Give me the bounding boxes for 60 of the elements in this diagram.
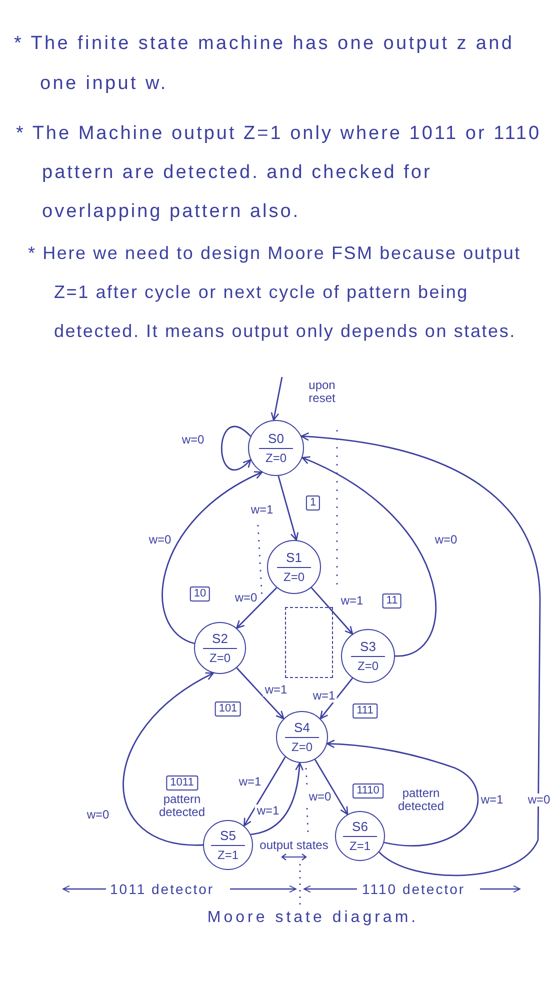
edge-label: w=0 (146, 534, 174, 546)
edge-label: w=1 (338, 594, 366, 608)
sequence-code: 10 (190, 586, 210, 602)
edge-label: w=1 (478, 794, 506, 806)
sequence-code: 111 (352, 704, 378, 718)
transition-arrow (314, 759, 348, 815)
note-text: pattern detected (396, 787, 446, 813)
state-name: S4 (294, 720, 310, 735)
transition-arrow (326, 740, 479, 846)
edge-label: w=1 (310, 690, 338, 702)
edge-label: w=1 (262, 684, 290, 696)
state-name: S5 (220, 828, 236, 843)
state-output: Z=0 (265, 451, 286, 466)
edge-label: w=1 (236, 776, 264, 788)
state-output: Z=1 (349, 839, 370, 854)
annotation-text: output states (260, 838, 328, 852)
state-name: S3 (360, 638, 376, 654)
transition-arrow (243, 756, 286, 826)
transition-arrow (250, 762, 304, 836)
state-output: Z=0 (209, 651, 230, 666)
transition-arrow (236, 587, 278, 629)
state-name: S0 (268, 430, 284, 446)
state-name: S1 (286, 550, 302, 565)
transition-arrow (221, 426, 252, 470)
state-output: Z=0 (291, 740, 312, 754)
state-output: Z=0 (357, 659, 378, 674)
note-paragraph: * The finite state machine has one output z and one input w. (14, 32, 516, 96)
transition-arrow (310, 587, 354, 635)
caption: Moore state diagram. (207, 908, 419, 928)
edge-label: w=1 (248, 504, 276, 516)
transition-arrow (122, 672, 214, 846)
state-name: S6 (352, 818, 368, 834)
edge-label: w=0 (232, 592, 260, 604)
sequence-code: 1011 (166, 776, 198, 790)
edge-label: w=0 (84, 808, 112, 822)
annotation-text: 1011 detector (110, 880, 214, 898)
edge-label: w=0 (432, 534, 460, 546)
dashed-outline (285, 607, 333, 678)
edge-label: w=0 (306, 790, 334, 804)
transition-arrow (302, 456, 436, 657)
state-output: Z=1 (217, 848, 238, 862)
transition-arrow (162, 472, 263, 644)
note-text: pattern detected (158, 793, 206, 819)
sequence-code: 11 (382, 594, 402, 608)
annotation-text: 1110 detector (362, 880, 466, 898)
note-paragraph: * Here we need to design Moore FSM because output Z=1 after cycle or next cycle of pattern being detected. It means output only depends on states. (28, 242, 522, 343)
transition-arrow (320, 678, 354, 720)
edge-label: w=0 (180, 434, 206, 446)
sequence-code: 1 (306, 496, 320, 510)
transition-arrow (236, 667, 284, 720)
note-paragraph: * The Machine output Z=1 only where 1011 or 1110 pattern are detected. and checked for overlapping pattern also. (16, 122, 542, 224)
state-name: S2 (212, 630, 228, 646)
edge-label: w=1 (254, 804, 282, 818)
state-output: Z=0 (283, 570, 304, 584)
transition-arrow (270, 376, 283, 421)
transition-arrow (278, 476, 299, 541)
transition-arrow (300, 432, 541, 876)
sequence-code: 1110 (352, 784, 384, 798)
sequence-code: 101 (214, 702, 242, 716)
edge-label: w=0 (526, 794, 552, 806)
